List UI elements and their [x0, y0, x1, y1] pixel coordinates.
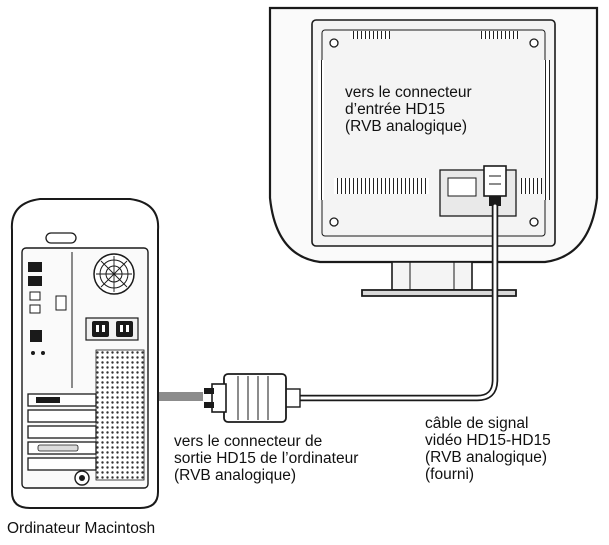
mac-tower-icon — [10, 198, 160, 509]
cable-line-2: vidéo HD15-HD15 — [425, 432, 551, 449]
monitor-input-line-3: (RVB analogique) — [345, 118, 468, 135]
computer-name-label: Ordinateur Macintosh — [7, 520, 156, 537]
monitor-input-line-2: d’entrée HD15 — [345, 101, 445, 118]
cable-line-3: (RVB analogique) — [425, 449, 548, 466]
cable-line-1: câble de signal — [425, 415, 529, 432]
computer-output-line-1: vers le connecteur de — [174, 433, 323, 450]
monitor-input-line-1: vers le connecteur — [345, 84, 472, 101]
cable-label: câble de signal vidéo HD15-HD15 (RVB ana… — [425, 415, 551, 483]
computer-output-line-2: sortie HD15 de l’ordinateur — [174, 450, 359, 467]
hd15-connector-icon — [204, 373, 301, 423]
monitor-hd15-plug-icon — [483, 165, 507, 206]
computer-output-line-3: (RVB analogique) — [174, 467, 297, 484]
computer-output-label: vers le connecteur de sortie HD15 de l’o… — [174, 433, 358, 484]
monitor-rear-icon — [268, 6, 599, 297]
monitor-input-label: vers le connecteur d’entrée HD15 (RVB an… — [345, 84, 472, 135]
cable-line-4: (fourni) — [425, 466, 475, 483]
